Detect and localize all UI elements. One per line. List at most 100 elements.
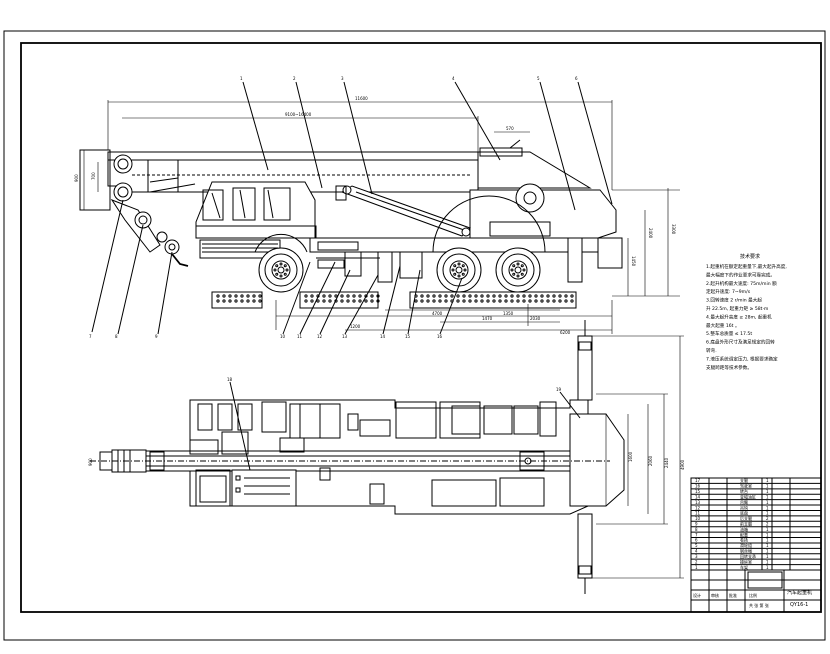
outrigger-bottom: [577, 513, 593, 579]
drawing-title: 汽车起重机: [787, 589, 812, 596]
note-line: 4.最大起升高度 ≥ 28m, 起重机: [706, 313, 772, 320]
parts-cell: 3: [695, 554, 698, 559]
note-line: 转弯.: [706, 347, 717, 354]
note-line: 7.液压系统调定压力, 根据要求确定: [706, 355, 778, 362]
parts-cell: 回转支承: [740, 553, 756, 559]
dim-span-front: 1200: [350, 324, 361, 329]
parts-cell: 1: [766, 559, 769, 564]
tb-design: 设计: [693, 592, 701, 598]
callout-10: 10: [280, 334, 286, 339]
outer-frame: [3, 30, 826, 641]
dim-height-total: 3300: [671, 224, 676, 235]
plan-view: 1600 2060 2440 4900 900 18 19: [88, 320, 685, 594]
cab: [195, 181, 317, 259]
parts-cell: 滑轮组: [740, 542, 752, 548]
callout-9: 9: [155, 334, 158, 339]
parts-cell: 1: [766, 527, 769, 532]
tb-sheet: 共 张 第 张: [749, 602, 769, 608]
tb-check: 审核: [711, 592, 719, 598]
dim-height-low: 1450: [631, 256, 636, 267]
callout-3: 3: [341, 76, 344, 81]
note-line: 升 22.5m, 起重力矩 ≥ 58t·m: [706, 305, 769, 312]
parts-cell: 1: [766, 543, 769, 548]
parts-cell: 13: [695, 500, 701, 505]
callout-18: 18: [227, 377, 233, 382]
callout-11: 11: [297, 334, 303, 339]
drawing-number: QY16-1: [790, 602, 808, 608]
callout-7: 7: [89, 334, 92, 339]
parts-cell: 钢丝绳: [740, 548, 752, 554]
callout-15: 15: [405, 334, 411, 339]
parts-cell: 1: [766, 538, 769, 543]
callout-5: 5: [537, 76, 540, 81]
parts-cell: 1: [766, 565, 769, 570]
wheel: [495, 247, 541, 293]
boom: [79, 149, 479, 267]
dim-plan-w4: 4900: [680, 459, 685, 470]
parts-cell: 2: [766, 516, 769, 521]
parts-cell: 1: [766, 484, 769, 489]
luffing-cylinder: [335, 185, 471, 237]
dim-boom-head-h: 700: [91, 172, 96, 180]
parts-cell: 配重: [740, 531, 748, 537]
parts-cell: 5: [695, 543, 698, 548]
dim-plan-w1: 1600: [628, 451, 633, 462]
parts-cell: 1: [766, 532, 769, 537]
parts-cell: 1: [766, 549, 769, 554]
side-dimensions: 11600 9100~16400 570 900 700 3300 2400 1…: [74, 96, 680, 335]
parts-cell: 14: [695, 494, 701, 499]
dim-height-mid: 2400: [648, 228, 653, 239]
tb-approve: 批准: [729, 592, 737, 598]
note-line: 2.起升机构最大速度: 75m/min 额: [706, 280, 777, 287]
parts-cell: 底盘: [740, 510, 748, 516]
parts-cell: 吊臂: [740, 499, 748, 505]
parts-cell: 6: [695, 538, 698, 543]
parts-cell: 后支腿: [740, 515, 752, 521]
parts-cell: 12: [695, 505, 701, 510]
dim-wb1: 4700: [432, 311, 443, 316]
turntable: [469, 139, 617, 239]
parts-cell: 1: [766, 505, 769, 510]
parts-cell: 1: [766, 494, 769, 499]
note-line: 支腿跨距等技术参数。: [706, 364, 752, 371]
callout-4: 4: [452, 76, 455, 81]
wheels: [254, 195, 546, 293]
dim-span-main: 6200: [560, 330, 571, 335]
parts-cell: 1: [766, 489, 769, 494]
callout-1: 1: [240, 76, 243, 81]
parts-cell: 车架: [740, 564, 748, 570]
parts-cell: 1: [766, 554, 769, 559]
note-line: 5.整车总质量 ≤ 17.5t: [706, 330, 752, 337]
note-line: 6.底盘外形尺寸及满足规定的回转: [706, 339, 775, 346]
parts-cell: 10: [695, 516, 701, 521]
parts-cell: 转台: [740, 488, 748, 494]
dim-wb3: 1470: [482, 316, 493, 321]
note-line: 1.起重机在额定起重量下,最大起升高度,: [706, 263, 787, 270]
note-line: 定起升速度: 7~9m/s: [706, 288, 751, 295]
wheel: [258, 247, 304, 293]
parts-cell: 1: [766, 511, 769, 516]
parts-cell: 7: [695, 532, 698, 537]
parts-cell: 1: [766, 500, 769, 505]
outrigger-top: [577, 335, 593, 401]
callout-16: 16: [437, 334, 443, 339]
dim-boom-head: 900: [74, 174, 79, 182]
parts-cell: 油箱: [740, 526, 748, 532]
callout-14: 14: [380, 334, 386, 339]
tb-scale: 比例: [749, 592, 757, 598]
dim-plan-left: 900: [88, 458, 93, 466]
parts-cell: 操纵室: [740, 558, 752, 564]
dim-cab-w: 570: [506, 126, 514, 131]
notes-title: 技术要求: [740, 253, 760, 260]
side-view: 11600 9100~16400 570 900 700 3300 2400 1…: [74, 76, 680, 339]
callout-12: 12: [317, 334, 323, 339]
parts-cell: 1: [766, 478, 769, 483]
callout-6: 6: [575, 76, 578, 81]
parts-cell: 8: [695, 527, 698, 532]
parts-cell: 支腿: [740, 477, 748, 483]
parts-cell: 4: [695, 549, 698, 554]
note-line: 最大幅度下的作业要求可靠完成。: [706, 271, 775, 278]
